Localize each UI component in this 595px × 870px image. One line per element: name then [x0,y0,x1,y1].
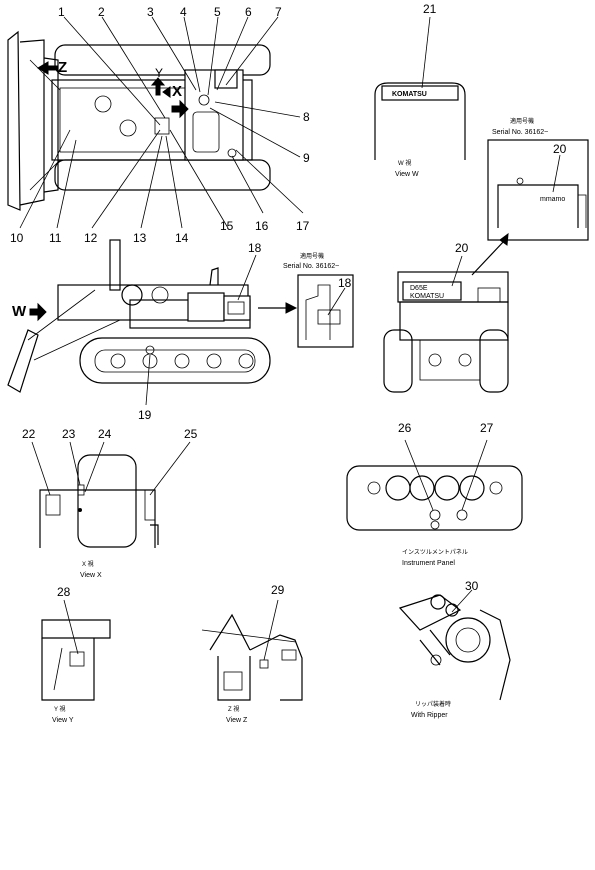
callout-15: 15 [220,219,234,233]
serial-top-caption: Serial No. 36162~ [492,129,548,136]
inset-serial-mid [297,274,354,348]
view-y-drawing [41,599,111,701]
top-view-drawing: Z Y X [7,30,271,211]
view-w-caption-jp: W 視 [398,159,411,167]
serial-mid-caption: Serial No. 36162~ [283,263,339,270]
callout-26: 26 [398,421,412,435]
callout-19: 19 [138,408,152,422]
callout-18: 18 [248,241,262,255]
instrument-caption: Instrument Panel [402,560,455,567]
callout-28: 28 [57,585,71,599]
arrow-y-label: Y [155,66,163,80]
view-x-drawing [31,441,191,548]
callout-5: 5 [214,5,221,19]
callout-18-inset: 18 [338,276,352,290]
callout-24: 24 [98,427,112,441]
view-z-drawing [201,599,303,701]
callout-21: 21 [423,2,437,16]
callout-30: 30 [465,579,479,593]
callout-10: 10 [10,231,24,245]
ripper-caption-jp: リッパ装着時 [415,700,451,708]
rear-plate-line1: D65E [410,285,428,292]
callout-8: 8 [303,110,310,124]
view-w-caption: View W [395,171,419,178]
view-x-caption: View X [80,572,102,579]
callout-16: 16 [255,219,269,233]
callout-11: 11 [49,231,62,245]
callout-20-rear: 20 [455,241,469,255]
callout-4: 4 [180,5,187,19]
callout-2: 2 [98,5,105,19]
view-w-plate-text: KOMATSU [392,91,427,98]
callout-9: 9 [303,151,310,165]
callout-3: 3 [147,5,154,19]
arrow-x-label: X [172,83,182,100]
inset-serial-top: mmamo [487,139,589,241]
callout-12: 12 [84,231,98,245]
rear-view-drawing: D65E KOMATSU [383,232,509,393]
side-view-leaders [145,254,257,406]
callout-23: 23 [62,427,76,441]
callout-13: 13 [133,231,147,245]
inset-top-plate-text: mmamo [540,196,565,203]
ripper-drawing [398,589,511,701]
callout-14: 14 [175,231,189,245]
instrument-panel-drawing [346,439,523,531]
callout-22: 22 [22,427,36,441]
view-x-caption-jp: X 視 [82,560,94,568]
captions: W 視 View W 適用号機 Serial No. 36162~ 適用号機 S… [52,117,548,724]
callout-29: 29 [271,583,285,597]
side-view-drawing: W [7,239,298,393]
view-y-caption: View Y [52,717,74,724]
arrow-w-label: W [12,303,27,320]
serial-top-caption-jp: 適用号機 [510,117,534,125]
callout-1: 1 [58,5,65,19]
callout-20-inset: 20 [553,142,567,156]
view-z-caption-jp: Z 視 [228,705,239,713]
callout-7: 7 [275,5,282,19]
view-y-caption-jp: Y 視 [54,705,66,713]
callout-numbers: 1 2 3 4 5 6 7 8 9 10 11 12 13 14 15 16 1… [10,2,567,599]
view-z-caption: View Z [226,717,248,724]
top-view-leaders [19,16,304,229]
instrument-caption-jp: インスツルメントパネル [402,549,468,556]
serial-mid-caption-jp: 適用号機 [300,252,324,260]
arrow-z-label: Z [58,59,67,76]
rear-plate-line2: KOMATSU [410,293,444,300]
callout-25: 25 [184,427,198,441]
callout-27: 27 [480,421,494,435]
ripper-caption: With Ripper [411,712,448,719]
callout-6: 6 [245,5,252,19]
callout-17: 17 [296,219,310,233]
view-w-drawing: KOMATSU [374,16,466,160]
